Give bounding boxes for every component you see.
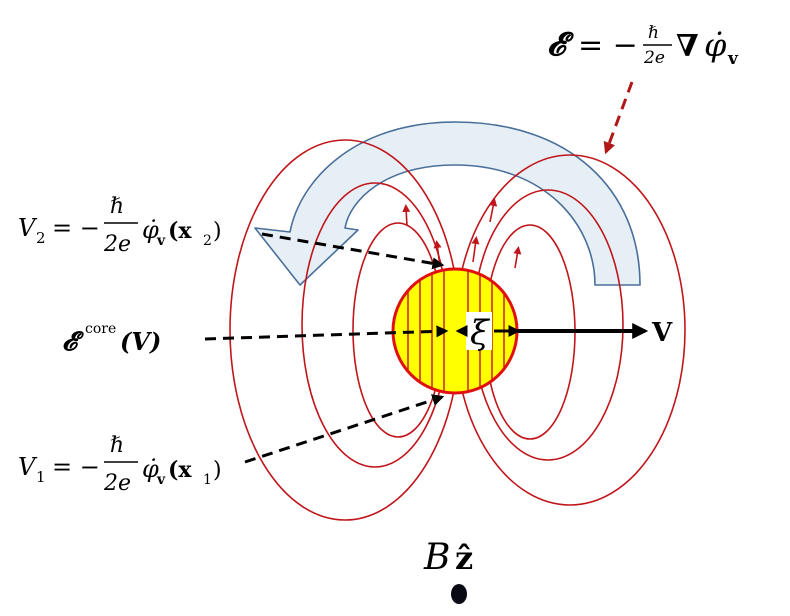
svg-text:(x: (x bbox=[168, 218, 192, 244]
v1-equation: V 1 = − ℏ 2e φ̇ v (x 1 ) bbox=[18, 433, 222, 496]
bfield-label: B ẑ bbox=[423, 537, 473, 578]
core-field-label: 𝓔 core (V) bbox=[62, 321, 161, 357]
svg-text:V: V bbox=[18, 453, 38, 481]
svg-text:1: 1 bbox=[36, 468, 46, 486]
svg-text:(V): (V) bbox=[120, 327, 161, 356]
svg-text:V: V bbox=[18, 214, 38, 242]
svg-text:): ) bbox=[213, 219, 222, 244]
pointer-v1 bbox=[244, 394, 445, 464]
svg-text:B: B bbox=[423, 537, 450, 578]
svg-text:φ̇: φ̇ bbox=[142, 216, 159, 244]
svg-text:core: core bbox=[85, 321, 116, 337]
svg-text:v: v bbox=[156, 472, 166, 488]
svg-text:𝓔: 𝓔 bbox=[547, 25, 575, 63]
svg-text:= −: = − bbox=[52, 453, 100, 481]
bfield-dot-icon bbox=[451, 584, 467, 604]
svg-text:2e: 2e bbox=[103, 471, 131, 496]
svg-text:v: v bbox=[156, 233, 166, 249]
svg-text:2e: 2e bbox=[103, 232, 131, 257]
pointer-field bbox=[603, 81, 634, 155]
svg-text:2: 2 bbox=[203, 233, 212, 249]
circulation-arrow bbox=[254, 121, 641, 286]
svg-text:): ) bbox=[213, 458, 222, 483]
svg-text:ℏ: ℏ bbox=[110, 433, 124, 458]
svg-text:ℏ: ℏ bbox=[648, 23, 659, 43]
xi-label: ξ bbox=[470, 313, 491, 353]
svg-text:∇: ∇ bbox=[676, 29, 699, 64]
svg-text:ẑ: ẑ bbox=[455, 539, 473, 577]
field-equation: 𝓔 = − ℏ 2e ∇ φ̇ v bbox=[547, 23, 739, 69]
svg-text:1: 1 bbox=[203, 472, 212, 488]
pointer-arrows bbox=[204, 232, 449, 464]
velocity-label: V bbox=[651, 318, 673, 348]
svg-text:φ̇: φ̇ bbox=[704, 26, 727, 64]
xi-label-background bbox=[466, 312, 492, 350]
svg-text:v: v bbox=[727, 49, 739, 69]
svg-text:𝓔: 𝓔 bbox=[62, 327, 85, 357]
svg-text:2: 2 bbox=[36, 229, 46, 247]
svg-text:ℏ: ℏ bbox=[110, 194, 124, 219]
pointer-core bbox=[204, 325, 449, 341]
svg-text:(x: (x bbox=[168, 457, 192, 483]
svg-text:= −: = − bbox=[52, 214, 100, 242]
svg-text:= −: = − bbox=[578, 28, 638, 63]
svg-text:2e: 2e bbox=[643, 48, 665, 68]
v2-equation: V 2 = − ℏ 2e φ̇ v (x 2 ) bbox=[18, 194, 222, 257]
pointer-v2 bbox=[261, 232, 445, 270]
svg-text:φ̇: φ̇ bbox=[142, 455, 159, 483]
